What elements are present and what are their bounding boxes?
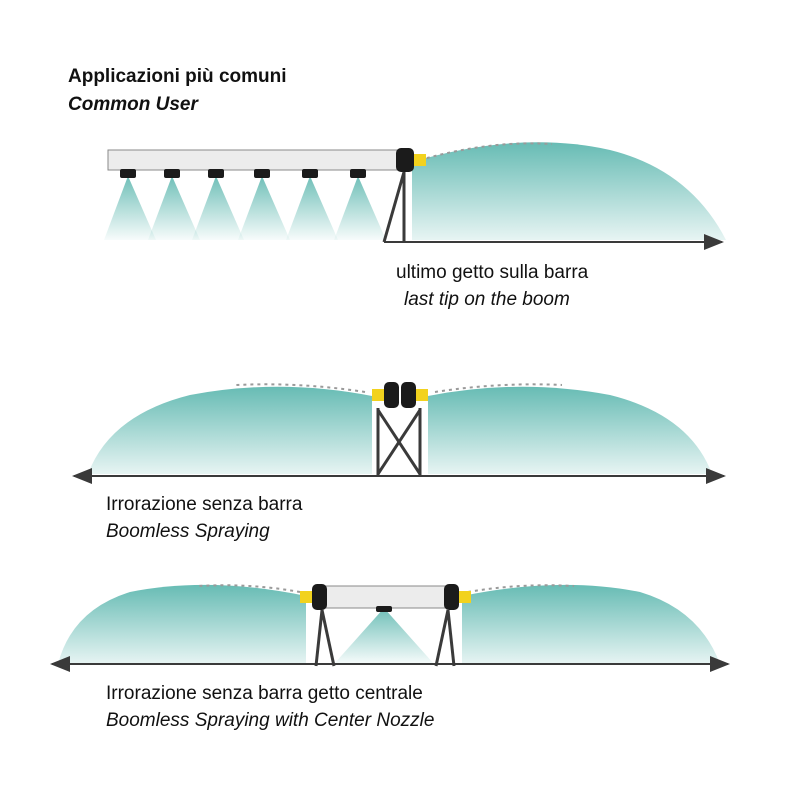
center-boom-bar: [319, 585, 451, 609]
droplet-trail-left: [235, 383, 366, 393]
panel-boomless: [72, 382, 726, 484]
caption-boomless-it: Irrorazione senza barra: [106, 494, 303, 515]
header-title-it: Applicazioni più comuni: [68, 66, 287, 87]
tip-left: [300, 591, 312, 603]
tip-right: [459, 591, 471, 603]
tip-right: [416, 389, 428, 401]
end-nozzle-left: [312, 584, 327, 610]
end-nozzle-right: [444, 584, 459, 610]
spray-plume-right: [412, 142, 726, 240]
caption-boomless-center-it: Irrorazione senza barra getto centrale: [106, 683, 423, 704]
boom-nozzles: [120, 169, 366, 178]
twin-nozzle-right: [401, 382, 416, 408]
boom-bar: [107, 149, 401, 171]
droplet-trail: [419, 142, 553, 161]
spray-plume-right: [462, 584, 720, 664]
droplet-trail-left: [197, 584, 301, 593]
end-nozzle-tip: [414, 154, 426, 166]
droplet-trail-right: [434, 383, 563, 393]
spray-plume-left: [58, 584, 306, 664]
header-title-en: Common User: [68, 94, 198, 115]
caption-boomless-center-en: Boomless Spraying with Center Nozzle: [106, 710, 435, 731]
nozzle-stand: [382, 171, 406, 243]
nozzle-fans: [104, 176, 386, 240]
end-nozzle-body: [396, 148, 414, 172]
center-nozzle: [376, 606, 392, 612]
center-spray-fan: [334, 608, 434, 664]
caption-boomless-en: Boomless Spraying: [106, 521, 270, 542]
caption-last-tip-en: last tip on the boom: [404, 289, 570, 310]
caption-last-tip-it: ultimo getto sulla barra: [396, 262, 589, 283]
spray-plume-right: [428, 386, 712, 474]
x-stand: [376, 408, 422, 476]
panel-last-tip: [104, 142, 726, 250]
twin-nozzle-left: [384, 382, 399, 408]
panel-boomless-center: [50, 584, 730, 672]
spray-plume-left: [88, 386, 372, 474]
tip-left: [372, 389, 384, 401]
